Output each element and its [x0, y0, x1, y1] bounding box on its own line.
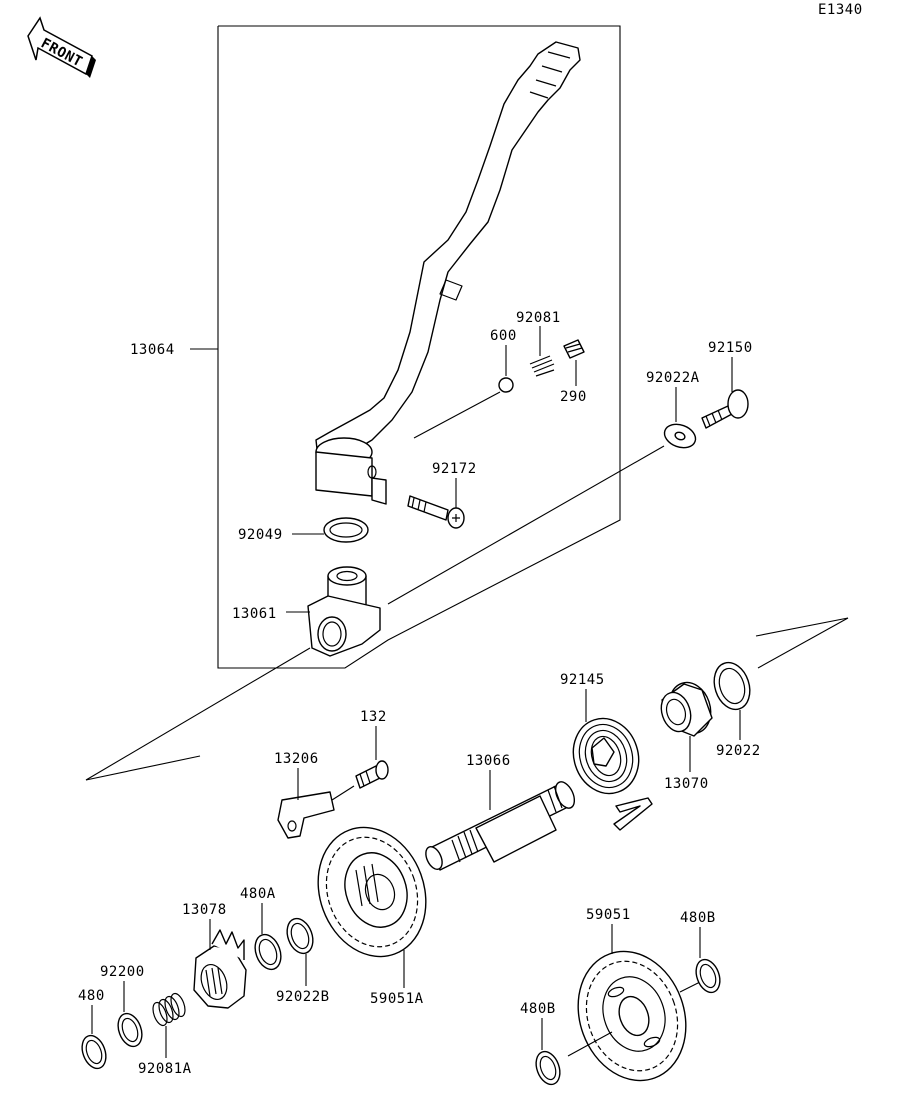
axis-line-left [85, 647, 311, 781]
front-arrow-icon: FRONT [27, 16, 96, 78]
washer-92022A [663, 423, 697, 449]
label-92150: 92150 [708, 340, 753, 356]
spring-92145 [572, 717, 653, 831]
label-92022B: 92022B [276, 989, 330, 1005]
seal-92049 [323, 517, 369, 543]
label-92049: 92049 [238, 527, 283, 543]
circlip-480B-right [695, 958, 721, 994]
label-92200: 92200 [100, 964, 145, 980]
label-480B-left: 480B [520, 1001, 556, 1017]
label-480B-right: 480B [680, 910, 716, 926]
circlip-480A [254, 933, 282, 971]
collar-13070 [660, 681, 713, 737]
ratchet-13078 [193, 929, 247, 1009]
circlip-480 [81, 1034, 107, 1070]
axis-line-upper [387, 445, 665, 605]
plate-13206 [277, 791, 335, 839]
label-480A: 480A [240, 886, 276, 902]
gear-59051A [317, 826, 427, 958]
bolt-132 [355, 760, 389, 789]
label-59051: 59051 [586, 907, 631, 923]
label-92145: 92145 [560, 672, 605, 688]
bolt-132-axis [331, 785, 355, 801]
axis-line-left-tail [85, 755, 201, 781]
ball-guide-line [413, 391, 501, 439]
shaft-13066 [425, 781, 576, 871]
label-92081: 92081 [516, 310, 561, 326]
gear-59051 [577, 950, 687, 1082]
label-92081A: 92081A [138, 1061, 192, 1077]
label-92022: 92022 [716, 743, 761, 759]
label-92022A: 92022A [646, 370, 700, 386]
label-132: 132 [360, 709, 387, 725]
label-13078: 13078 [182, 902, 227, 918]
washer-92022B [286, 917, 314, 955]
label-92172: 92172 [432, 461, 477, 477]
gear-59051-axis-right [679, 981, 701, 993]
label-600: 600 [490, 328, 517, 344]
boss-13061 [307, 566, 381, 657]
assembly-bracket [217, 25, 621, 669]
label-480: 480 [78, 988, 105, 1004]
gear-59051-axis-left [567, 1031, 613, 1057]
label-59051A: 59051A [370, 991, 424, 1007]
kick-pedal-lever [315, 41, 581, 505]
circlip-480B-left [535, 1050, 561, 1086]
bolt-92172 [407, 495, 465, 529]
axis-line-right [757, 617, 849, 669]
washer-92200 [117, 1012, 143, 1048]
washer-92022 [713, 661, 751, 711]
bolt-92150 [701, 389, 749, 429]
diagram-code: E1340 [818, 2, 863, 18]
spring-92081 [529, 355, 555, 377]
label-290: 290 [560, 389, 587, 405]
label-13206: 13206 [274, 751, 319, 767]
label-13070: 13070 [664, 776, 709, 792]
label-13064: 13064 [130, 342, 175, 358]
label-13066: 13066 [466, 753, 511, 769]
ball-600 [498, 377, 514, 393]
spring-92081A [152, 992, 186, 1027]
plug-290 [563, 339, 585, 359]
axis-line-right-head [755, 617, 849, 637]
label-13061: 13061 [232, 606, 277, 622]
